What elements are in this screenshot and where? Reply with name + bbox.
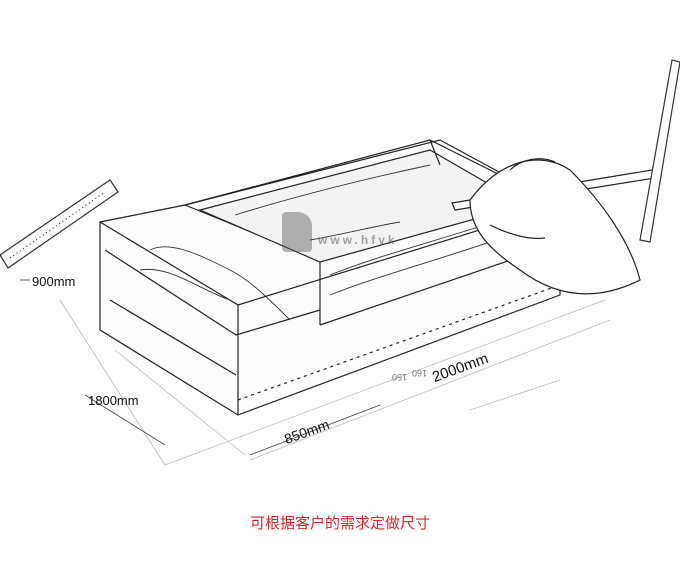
floor-guides [59,299,611,466]
watermark-url: www.hfyk [318,233,398,247]
caption: 可根据客户的需求定做尺寸 [250,514,431,532]
dimension-height: 900mm [32,274,76,289]
ruler-mark: 160 [412,368,428,378]
ruler-right [639,59,680,243]
products [139,164,511,321]
ruler-mark: 150 [392,372,408,382]
watermark-logo [282,212,312,252]
dimension-lines [20,279,381,456]
ruler-left [0,179,119,269]
dimension-depth: 1800mm [88,393,139,408]
